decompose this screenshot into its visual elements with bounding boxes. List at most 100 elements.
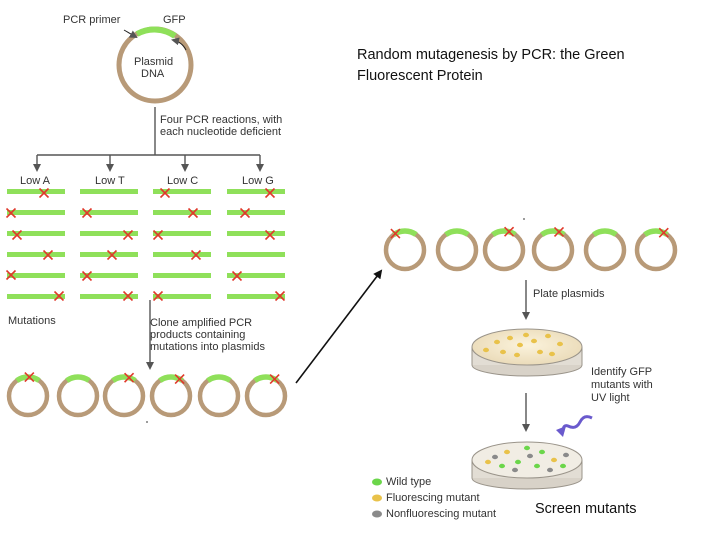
- reaction-low-t: Low T: [95, 175, 125, 187]
- colony: [515, 459, 521, 465]
- colony: [499, 463, 505, 469]
- label-identify-2: mutants with: [591, 379, 653, 391]
- primer-arrow: [123, 29, 138, 39]
- colony: [560, 463, 566, 469]
- cloned-plasmid: [634, 227, 678, 272]
- mutation-mark: [5, 207, 17, 219]
- colony: [557, 341, 563, 347]
- cloned-plasmid: [149, 374, 193, 418]
- pcr-product-bar: [153, 210, 211, 215]
- colony: [551, 457, 557, 463]
- speck: [146, 421, 148, 423]
- label-mutations: Mutations: [8, 315, 56, 327]
- pcr-product-bar: [153, 273, 211, 278]
- reaction-low-c: Low C: [167, 175, 199, 187]
- cloned-plasmid: [197, 374, 241, 418]
- mutation-mark: [81, 270, 93, 282]
- pcr-product-bar: [80, 210, 138, 215]
- reaction-low-a: Low A: [20, 175, 50, 187]
- legend-nonfluor-dot: [372, 510, 382, 518]
- footer-caption: Screen mutants: [535, 501, 637, 517]
- mutation-mark: [264, 229, 276, 241]
- mutation-mark: [264, 187, 276, 199]
- gfp-insert: [135, 26, 177, 39]
- mutation-mark: [658, 227, 669, 238]
- label-identify-1: Identify GFP: [591, 366, 653, 378]
- source-plasmid: [116, 26, 194, 104]
- label-clone-2: products containing: [150, 329, 246, 341]
- colony: [485, 459, 491, 465]
- colony: [547, 467, 553, 473]
- flow-arrow: [295, 269, 383, 384]
- mutation-mark: [274, 290, 286, 302]
- pcr-product-bar: [227, 273, 285, 278]
- mutation-mark: [122, 290, 134, 302]
- label-pcr-primer: PCR primer: [63, 14, 121, 26]
- title-line-1: Random mutagenesis by PCR: the Green: [357, 47, 625, 63]
- label-dna: DNA: [141, 68, 165, 80]
- colony: [504, 449, 510, 455]
- mutation-mark: [269, 374, 280, 385]
- pcr-product-bar: [227, 294, 285, 299]
- label-clone-3: mutations into plasmids: [150, 341, 265, 353]
- mutation-mark: [5, 269, 17, 281]
- legend-nonfluorescing: Nonfluorescing mutant: [386, 508, 497, 520]
- mutation-mark: [174, 374, 185, 385]
- legend-fluor-dot: [372, 494, 382, 502]
- label-identify-3: UV light: [591, 392, 630, 404]
- cloned-plasmids-right: [383, 226, 678, 272]
- colony: [537, 349, 543, 355]
- pcr-product-bar: [80, 231, 138, 236]
- label-clone-1: Clone amplified PCR: [150, 317, 253, 329]
- pcr-product-bar: [153, 231, 211, 236]
- branch-lines: [33, 107, 264, 370]
- colony: [512, 467, 518, 473]
- colonies-screen: [485, 445, 569, 473]
- pcr-product-bar: [227, 231, 285, 236]
- colony: [549, 351, 555, 357]
- colony: [514, 352, 520, 358]
- label-plate-plasmids: Plate plasmids: [533, 288, 605, 300]
- pcr-product-bar: [227, 189, 285, 194]
- colony: [527, 453, 533, 459]
- pcr-product-bar: [7, 294, 65, 299]
- colony: [523, 332, 529, 338]
- colony: [500, 349, 506, 355]
- mutation-mark: [81, 207, 93, 219]
- colony: [507, 335, 513, 341]
- mutation-mark: [159, 187, 171, 199]
- pcr-product-bar: [80, 189, 138, 194]
- colony: [563, 452, 569, 458]
- colony: [534, 463, 540, 469]
- colony: [494, 339, 500, 345]
- pcr-product-bar: [7, 252, 65, 257]
- uv-arrow-head: [556, 426, 566, 437]
- cloned-plasmid: [244, 374, 288, 418]
- mutation-mark: [11, 229, 23, 241]
- colonies-plate: [483, 332, 563, 358]
- pcr-products: [7, 189, 285, 299]
- colony: [524, 445, 530, 451]
- mutation-mark: [53, 290, 65, 302]
- mutation-mark: [187, 207, 199, 219]
- uv-light-icon: [561, 415, 593, 433]
- petri-dish-plate: [471, 328, 583, 377]
- legend-fluorescing: Fluorescing mutant: [386, 492, 480, 504]
- colony: [517, 342, 523, 348]
- mutation-mark: [239, 207, 251, 219]
- label-gfp: GFP: [163, 14, 186, 26]
- colony: [545, 333, 551, 339]
- pcr-product-bar: [7, 273, 65, 278]
- colony: [539, 449, 545, 455]
- mutation-mark: [42, 249, 54, 261]
- cloned-plasmid: [531, 226, 575, 272]
- pcr-product-bar: [227, 252, 285, 257]
- mutation-mark: [124, 372, 135, 383]
- legend-wild-type: Wild type: [386, 476, 432, 488]
- cloned-plasmid: [6, 371, 50, 418]
- primer-arrow-right: [171, 37, 187, 51]
- reaction-low-g: Low G: [242, 175, 274, 187]
- mutation-mark: [24, 371, 35, 383]
- label-four-pcr-2: each nucleotide deficient: [160, 126, 282, 138]
